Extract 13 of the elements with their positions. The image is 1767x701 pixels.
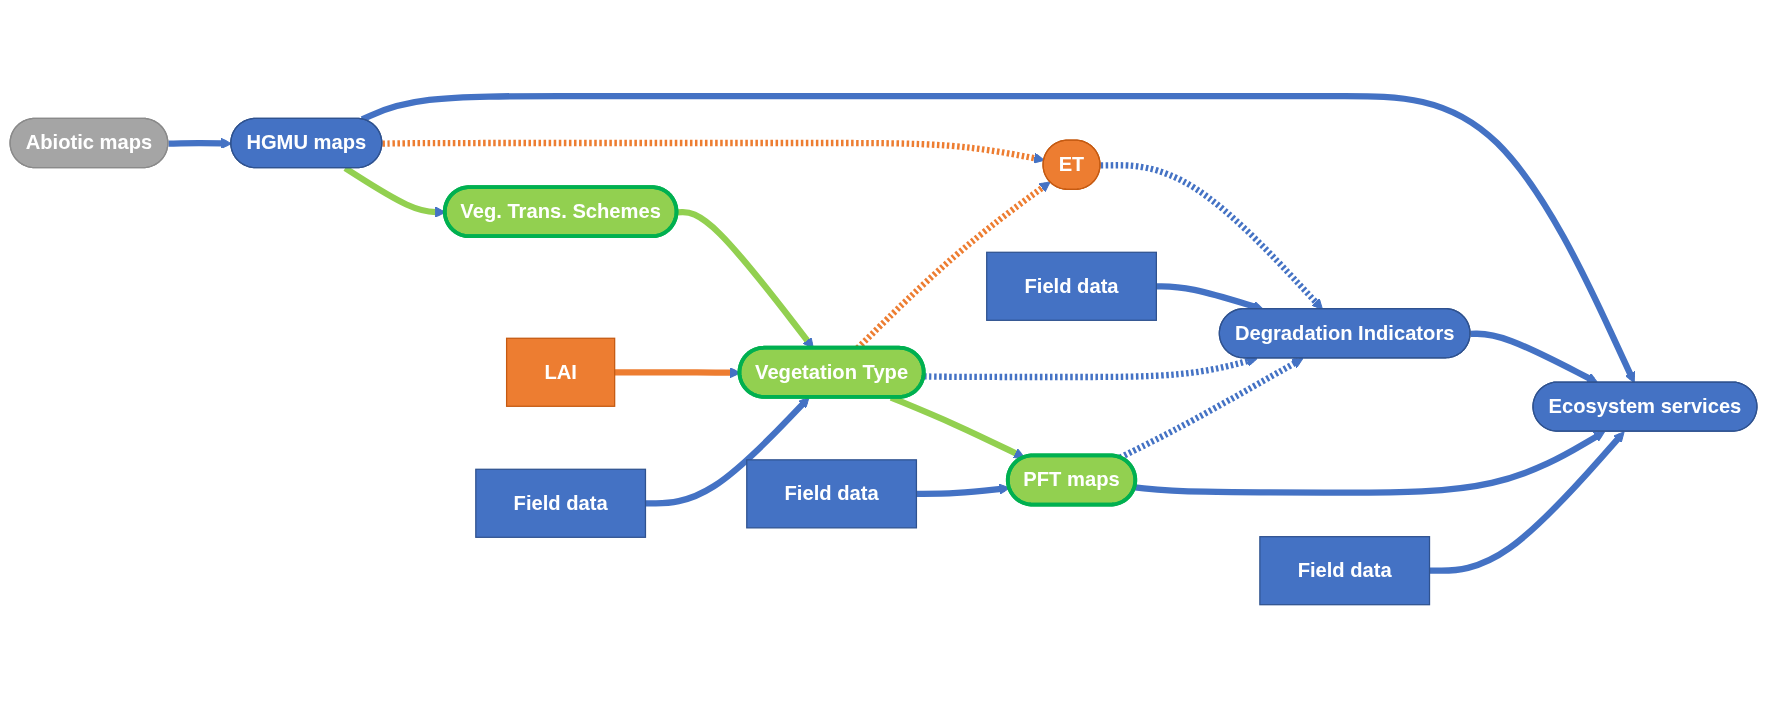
arrow xyxy=(382,139,1045,164)
arrow xyxy=(1118,358,1304,461)
node-box: LAI xyxy=(505,337,616,408)
node-box: Field data xyxy=(746,459,918,529)
arrow xyxy=(1429,431,1625,574)
arrow xyxy=(645,397,810,507)
node-box: Field data xyxy=(475,468,647,539)
arrow xyxy=(1134,431,1606,496)
arrow xyxy=(360,93,1636,384)
node-box: Field data xyxy=(986,251,1157,322)
arrow xyxy=(1100,162,1323,310)
node-box: Field data xyxy=(1259,536,1431,606)
arrow xyxy=(1470,330,1599,384)
